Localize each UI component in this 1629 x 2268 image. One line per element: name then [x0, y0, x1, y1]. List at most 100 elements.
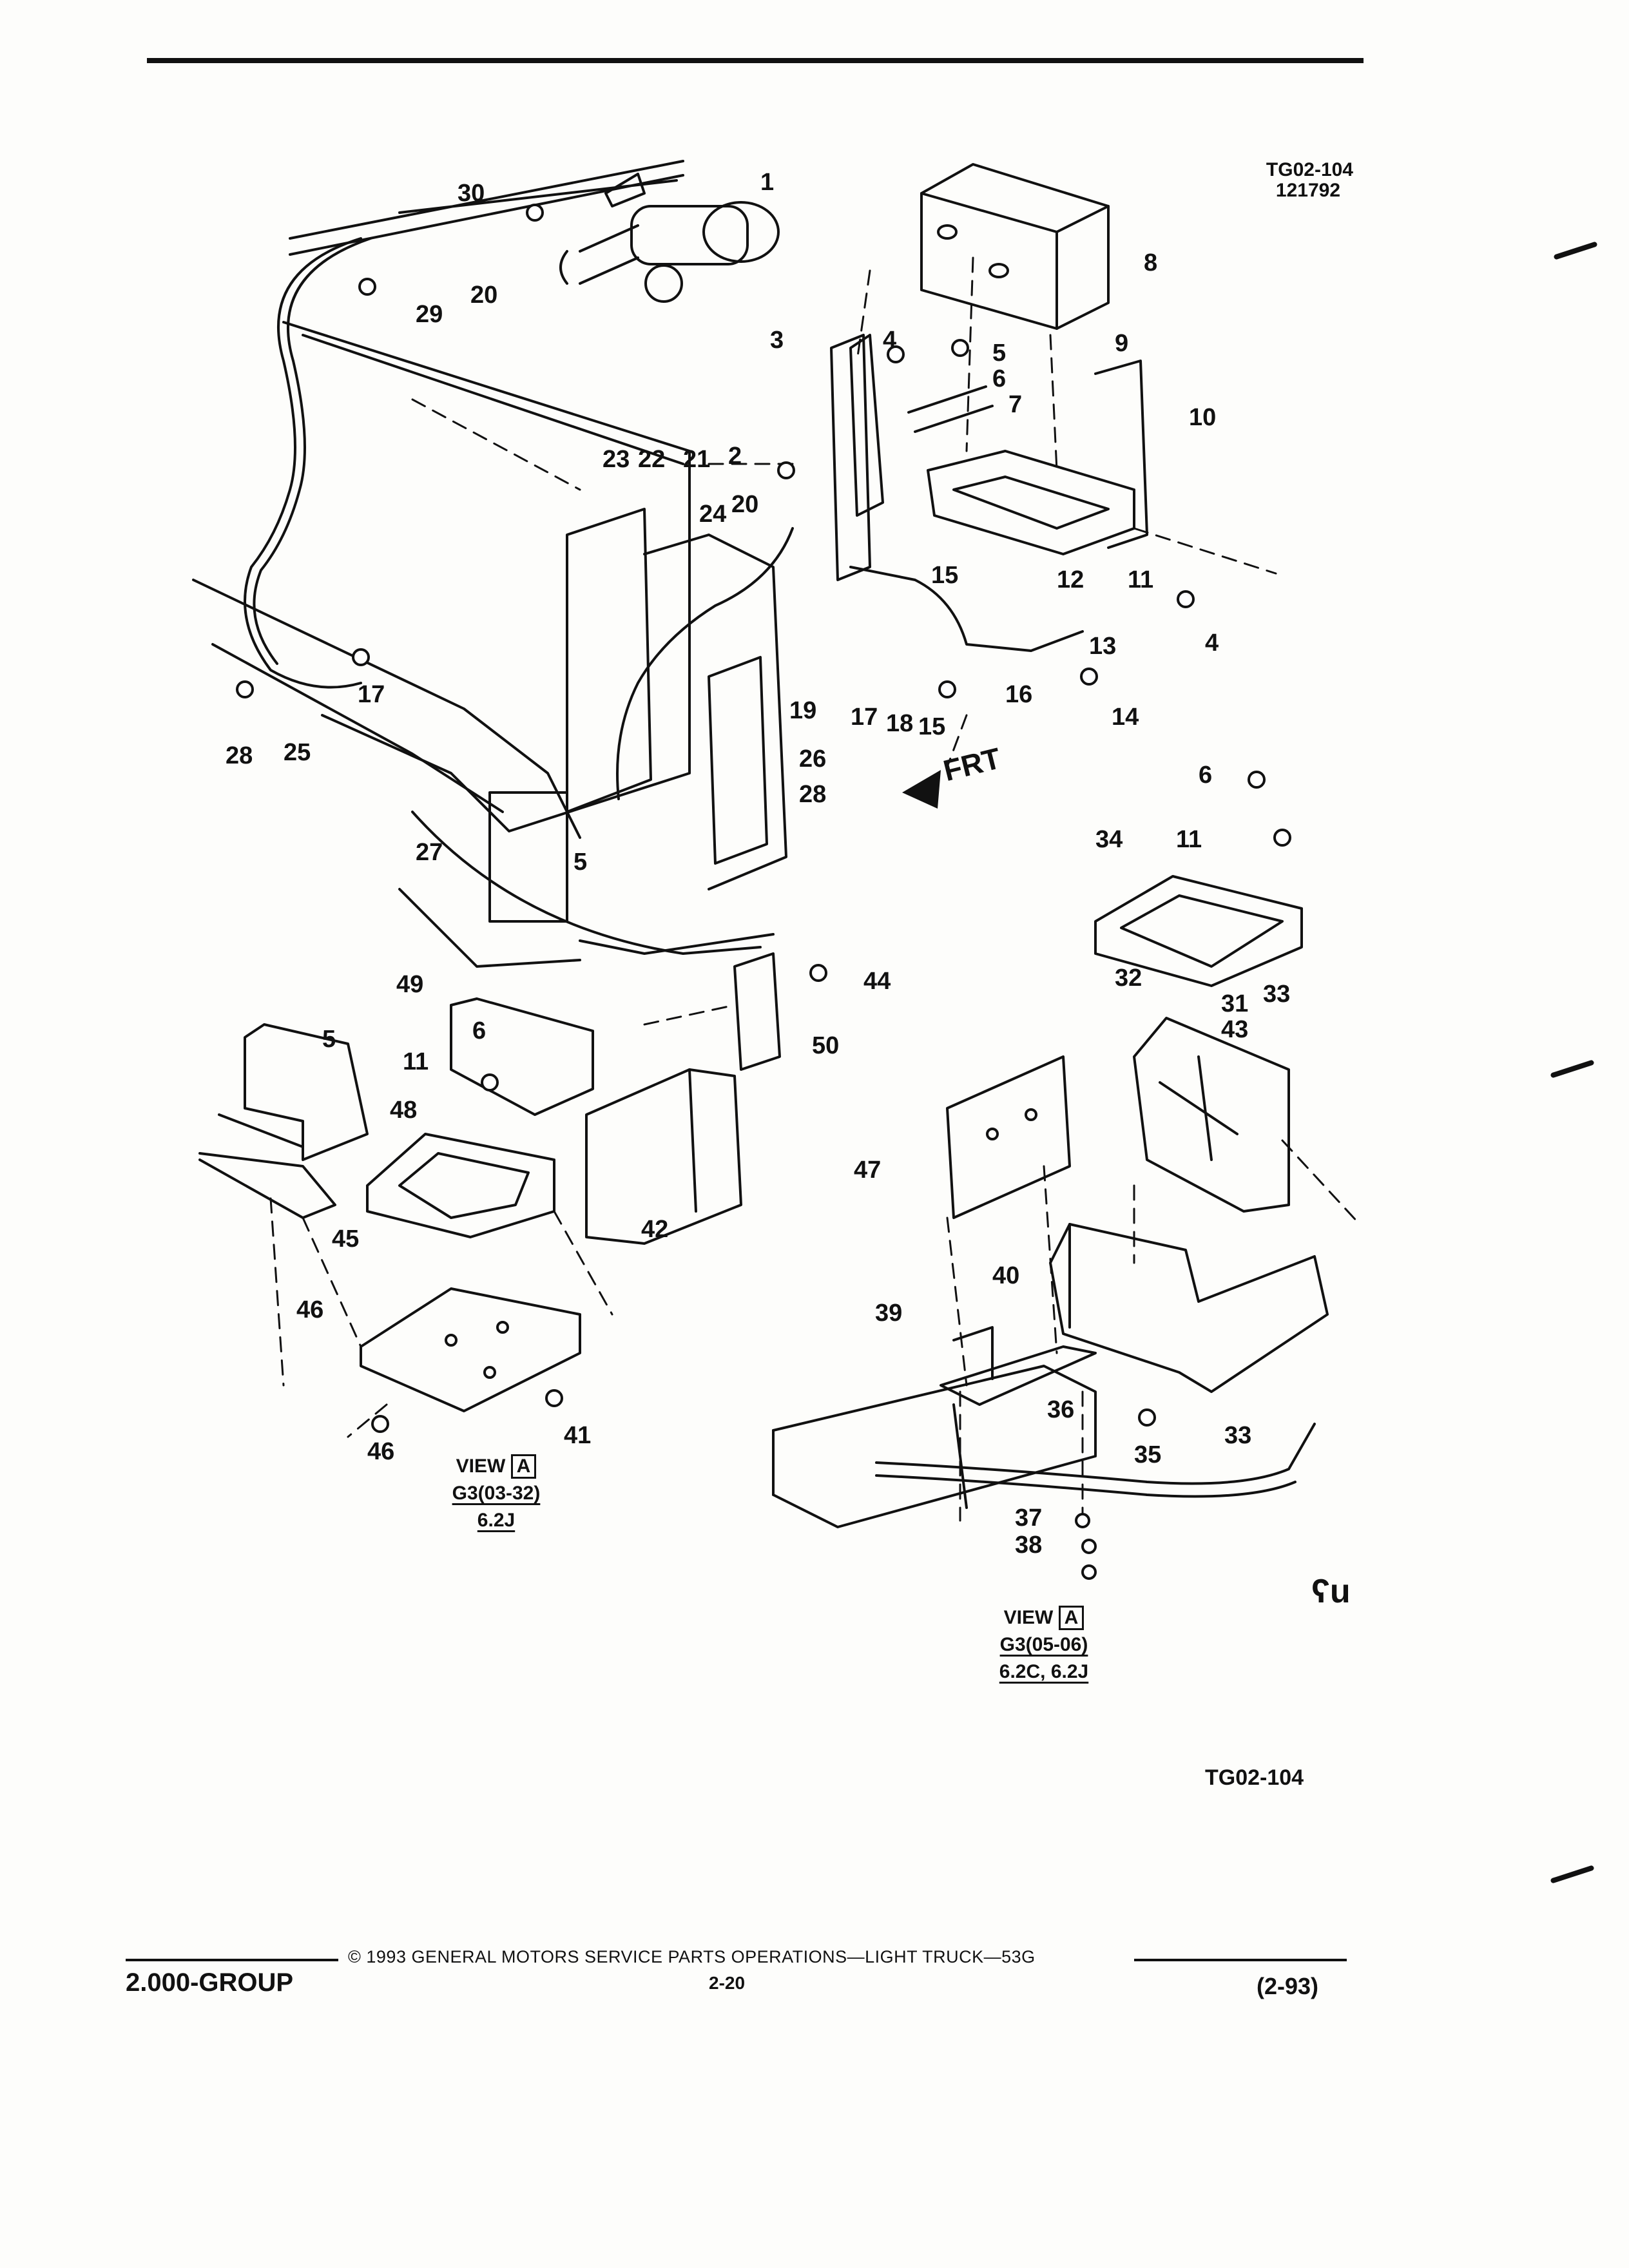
- callout: 12: [1057, 566, 1084, 593]
- callout: 39: [875, 1300, 902, 1327]
- callout: 50: [812, 1032, 839, 1059]
- bracket-34: [1133, 1017, 1290, 1213]
- callout: 25: [284, 739, 311, 766]
- page-number: 2-20: [709, 1973, 746, 1993]
- support-40: [940, 1326, 1097, 1406]
- plate-47: [360, 1287, 581, 1412]
- callout: 40: [992, 1262, 1019, 1289]
- callout: 11: [403, 1048, 429, 1075]
- callout: 43: [1221, 1016, 1248, 1043]
- callout: 13: [1089, 633, 1116, 660]
- callout: 26: [799, 745, 826, 773]
- fasteners: [236, 204, 1291, 1580]
- callout: 28: [226, 742, 253, 769]
- callout: 38: [1015, 1532, 1042, 1559]
- callout: 21: [683, 446, 710, 473]
- plate-42: [946, 1055, 1071, 1219]
- view-box: A: [510, 1454, 537, 1479]
- callout: 9: [1115, 330, 1128, 357]
- radiator-support: [192, 321, 787, 968]
- callout: 10: [1189, 404, 1216, 431]
- callout: 35: [1134, 1441, 1161, 1468]
- callout: 4: [1205, 629, 1219, 657]
- callout: 47: [854, 1157, 881, 1184]
- figure-id-bottom: TG02-104: [1205, 1765, 1304, 1790]
- ground-cable: [875, 1423, 1316, 1485]
- view-label-left: VIEW A G3(03-32) 6.2J: [432, 1453, 561, 1534]
- callout: 42: [641, 1216, 668, 1243]
- group-number: 2.000-GROUP: [126, 1968, 294, 1997]
- callout: 44: [863, 968, 891, 995]
- front-arrow: [902, 770, 941, 809]
- callout: 24: [699, 501, 726, 528]
- callout: 6: [992, 365, 1006, 392]
- callout: 22: [638, 446, 665, 473]
- callout: 20: [731, 491, 758, 518]
- view-title: VIEW: [1003, 1607, 1054, 1628]
- tray-11-view-b: [1094, 875, 1303, 987]
- callout: 46: [296, 1296, 323, 1323]
- callout: 30: [458, 180, 485, 207]
- callout: 28: [799, 781, 826, 808]
- callout: 3: [770, 327, 784, 354]
- callout: 33: [1263, 981, 1290, 1008]
- callout: 34: [1095, 826, 1123, 853]
- bracket-3: [830, 334, 871, 581]
- callout: 32: [1115, 965, 1142, 992]
- starter-motor: [559, 173, 780, 303]
- view-code: G3(03-32): [452, 1483, 541, 1504]
- negative-cable: [849, 566, 1084, 652]
- tray-cover-left: [198, 1023, 369, 1219]
- callout: 37: [1015, 1504, 1042, 1532]
- view-label-right: VIEW A G3(05-06) 6.2C, 6.2J: [973, 1604, 1115, 1686]
- callout: 11: [1128, 566, 1153, 593]
- callout: 36: [1047, 1396, 1074, 1423]
- frame-rail: [289, 160, 684, 256]
- callout: 45: [332, 1225, 359, 1253]
- callout: 5: [992, 340, 1006, 367]
- callout: 23: [602, 446, 630, 473]
- callout: 48: [390, 1097, 417, 1124]
- top-rule: [147, 58, 1364, 63]
- revision-date: (2-93): [1257, 1973, 1319, 1999]
- assembly-leaders: [411, 256, 1277, 768]
- date-code: 121792: [1275, 180, 1340, 201]
- panel-45: [585, 1068, 742, 1245]
- positive-cable: [616, 527, 794, 800]
- view-box: A: [1058, 1606, 1084, 1630]
- view-code: G3(05-06): [999, 1634, 1088, 1655]
- wire-harness: [244, 237, 362, 689]
- ground-cable: [875, 1474, 1296, 1498]
- bracket-44: [733, 952, 781, 1071]
- callout: 11: [1176, 826, 1202, 853]
- bracket-35: [1049, 1223, 1329, 1393]
- tray-11-view-a: [366, 1133, 555, 1238]
- callout: 33: [1224, 1422, 1251, 1449]
- footer-rule-right: [1134, 1959, 1347, 1961]
- callout: 15: [931, 562, 958, 589]
- view-engine: 6.2C, 6.2J: [999, 1661, 1089, 1682]
- callout: 20: [470, 282, 497, 309]
- callout: 4: [883, 327, 896, 354]
- callout: 41: [564, 1422, 591, 1449]
- callout: 29: [416, 301, 443, 328]
- callout: 17: [851, 704, 878, 731]
- view-engine: 6.2J: [477, 1510, 516, 1531]
- footer-rule-left: [126, 1959, 338, 1961]
- callout-labels: 1 30 29 20 8 3 4 5 6 9 7 10 2 23 22 21 2…: [226, 169, 1290, 1559]
- callout: 5: [322, 1026, 336, 1053]
- callout: 8: [1144, 249, 1157, 276]
- callout: 17: [358, 681, 385, 708]
- callout: 5: [574, 849, 587, 876]
- callout: 31: [1221, 990, 1248, 1017]
- wire-harness: [253, 237, 372, 665]
- battery: [920, 163, 1110, 330]
- view-a-right-leaders: [946, 1139, 1361, 1528]
- callout: 1: [760, 169, 774, 196]
- callout: 7: [1008, 391, 1022, 418]
- callout: 27: [416, 839, 443, 866]
- callout: 6: [1199, 762, 1212, 789]
- view-a-left-leaders: [269, 1004, 736, 1438]
